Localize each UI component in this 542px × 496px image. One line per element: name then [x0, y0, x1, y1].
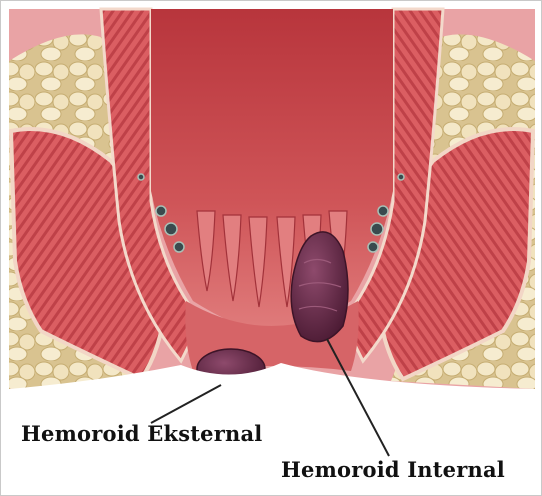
- internal-hemorrhoid-label: Hemoroid Internal: [281, 457, 505, 482]
- rectal-canal: [151, 9, 393, 333]
- external-hemorrhoid-label: Hemoroid Eksternal: [21, 421, 262, 446]
